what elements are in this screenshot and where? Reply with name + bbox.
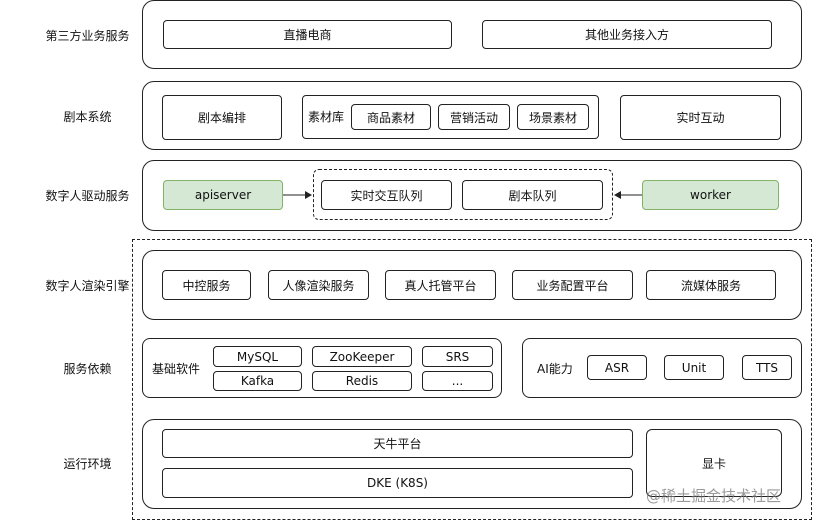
- ai-capability-label: AI能力: [537, 362, 573, 376]
- asr-box: ASR: [587, 355, 647, 380]
- row-label-deps: 服务依赖: [63, 362, 112, 376]
- watermark: @稀土掘金技术社区: [646, 487, 782, 505]
- more-box: ...: [422, 371, 493, 391]
- marketing-box: 营销活动: [438, 104, 510, 130]
- kafka-box: Kafka: [213, 371, 302, 391]
- row-label-driver: 数字人驱动服务: [45, 189, 130, 203]
- tts-box: TTS: [742, 355, 792, 380]
- basic-software-label: 基础软件: [152, 362, 201, 376]
- srs-box: SRS: [422, 346, 493, 367]
- product-material-box: 商品素材: [351, 104, 431, 130]
- streaming-box: 流媒体服务: [646, 270, 776, 300]
- realtime-interact-box: 实时互动: [620, 95, 781, 140]
- row-label-third-party: 第三方业务服务: [45, 29, 130, 43]
- worker-box: worker: [642, 180, 779, 210]
- apiserver-box: apiserver: [163, 180, 283, 210]
- human-hosting-box: 真人托管平台: [385, 270, 496, 300]
- script-queue-box: 剧本队列: [462, 180, 603, 210]
- worker-arrowhead: [614, 191, 621, 199]
- gpu-box: 显卡: [646, 429, 782, 497]
- zookeeper-box: ZooKeeper: [312, 346, 412, 367]
- biz-config-box: 业务配置平台: [512, 270, 633, 300]
- unit-box: Unit: [664, 355, 724, 380]
- queue-group: [313, 169, 613, 220]
- central-control-box: 中控服务: [162, 270, 251, 300]
- script-arrange-box: 剧本编排: [162, 95, 282, 140]
- material-library-label: 素材库: [308, 110, 345, 124]
- row-label-script-system: 剧本系统: [63, 110, 112, 124]
- scene-material-box: 场景素材: [517, 104, 589, 130]
- dke-k8s-box: DKE (K8S): [162, 468, 633, 498]
- infrastructure-dashed-region: [132, 239, 812, 520]
- tianniu-platform-box: 天牛平台: [162, 429, 633, 458]
- mysql-box: MySQL: [213, 346, 302, 367]
- realtime-queue-box: 实时交互队列: [321, 180, 452, 210]
- redis-box: Redis: [312, 371, 412, 391]
- other-access-box: 其他业务接入方: [482, 20, 772, 49]
- portrait-render-box: 人像渲染服务: [268, 270, 369, 300]
- apiserver-arrowhead: [305, 191, 312, 199]
- row-label-runtime: 运行环境: [63, 457, 112, 471]
- live-ecommerce-box: 直播电商: [163, 20, 452, 49]
- row-label-render: 数字人渲染引擎: [45, 279, 130, 293]
